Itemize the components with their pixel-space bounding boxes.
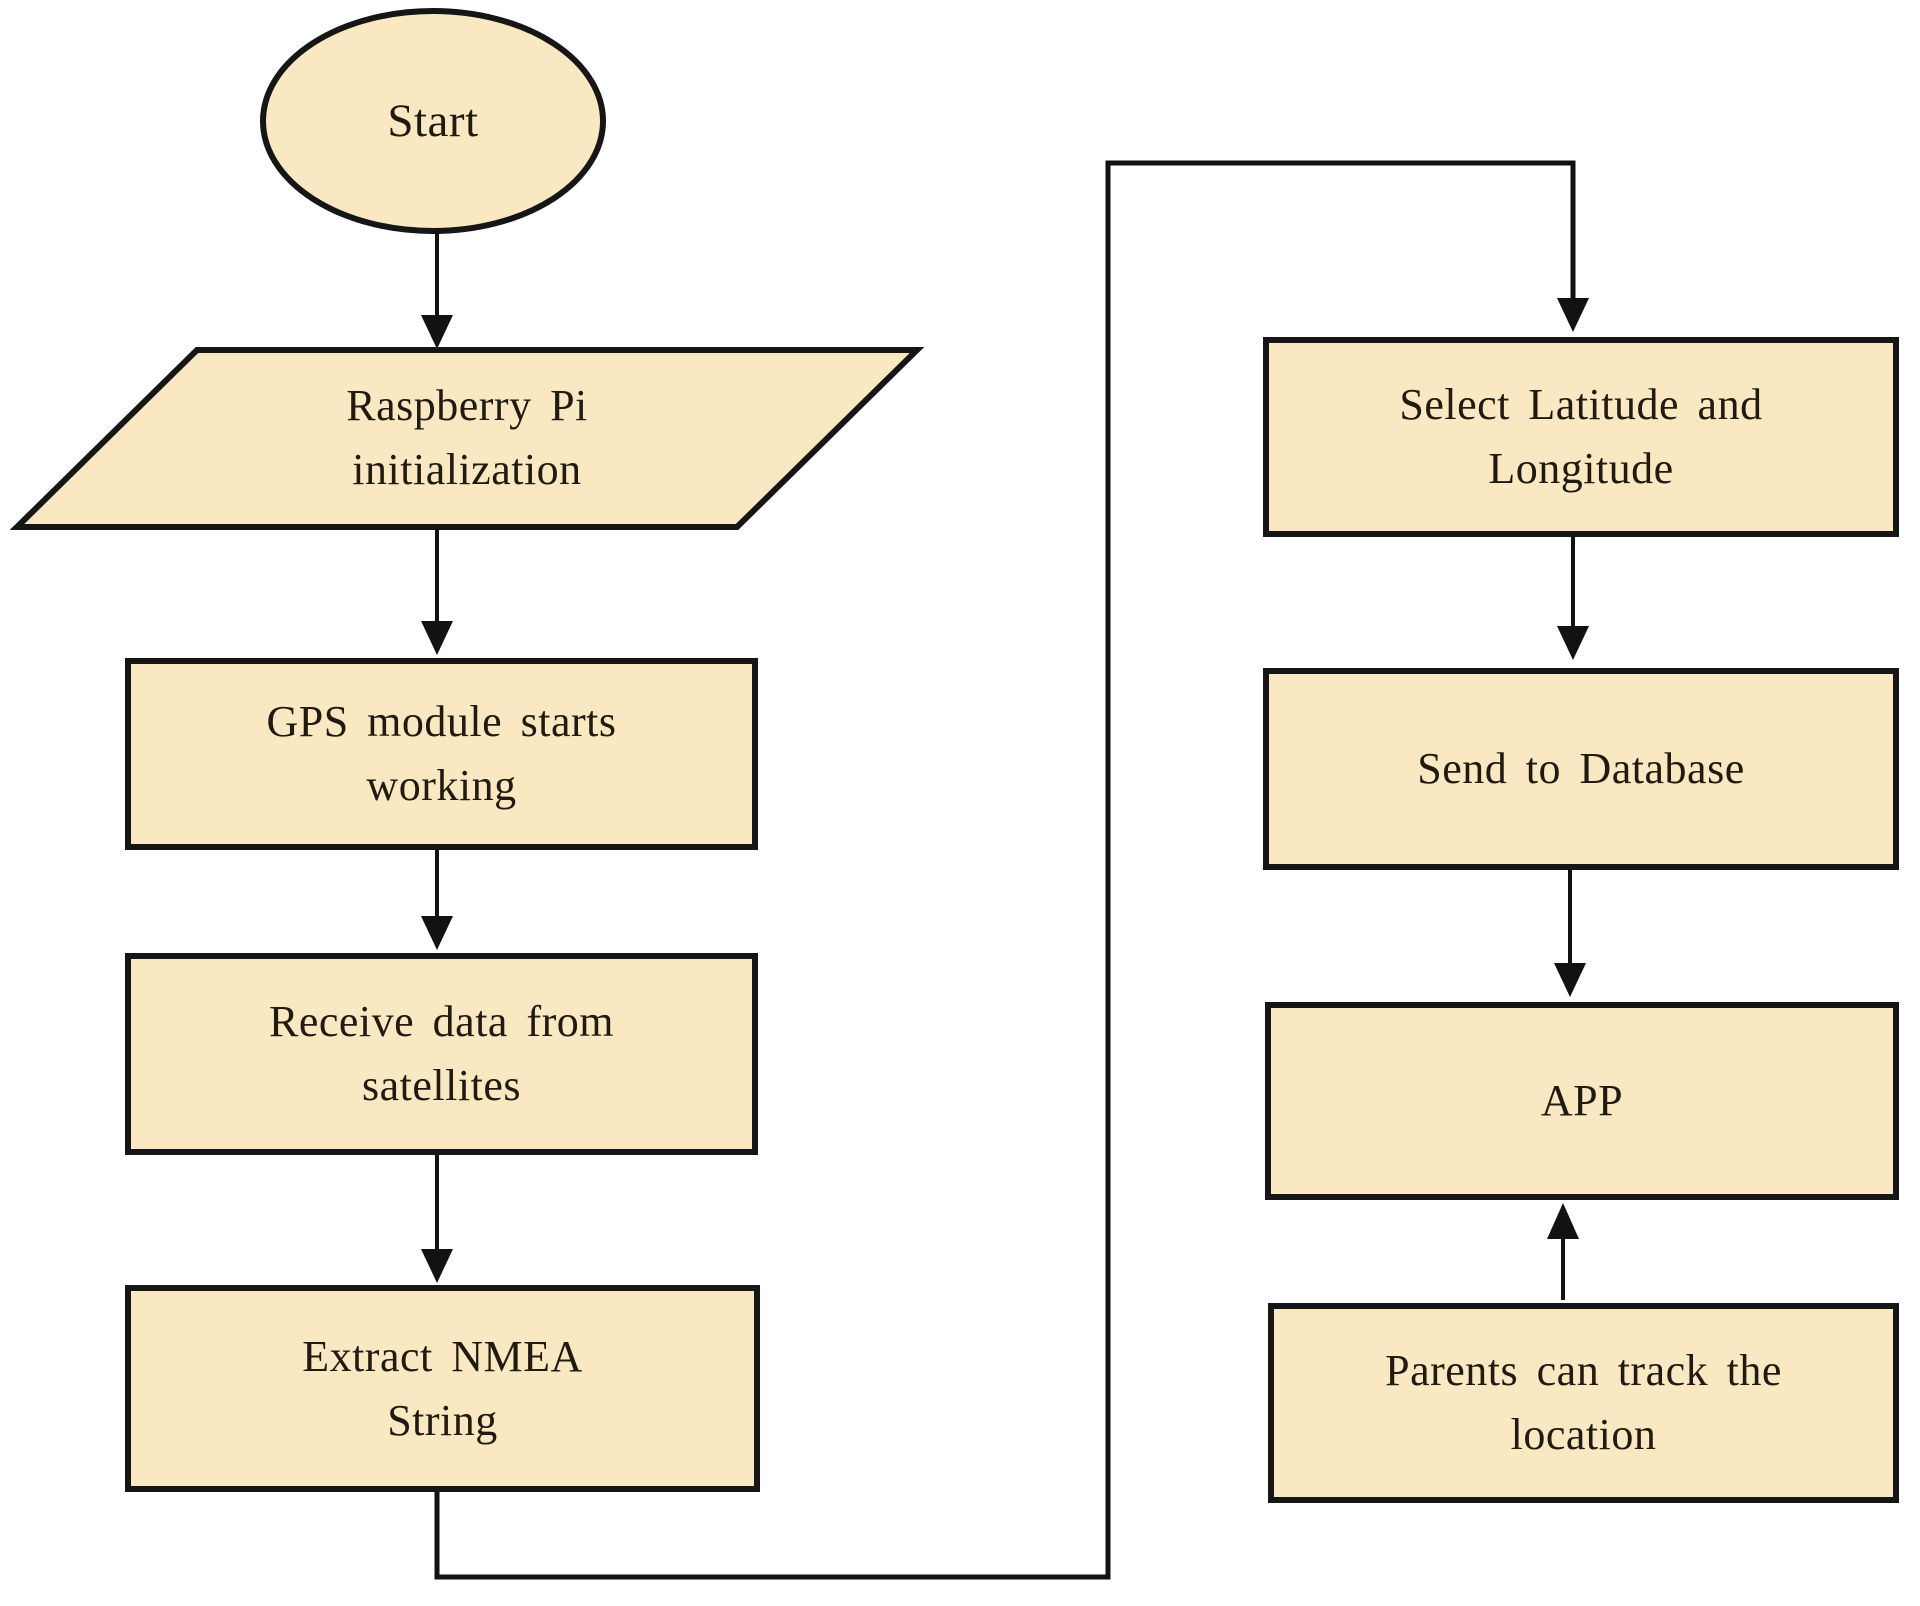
node-send-db: Send to Database: [1263, 668, 1899, 870]
node-extract-nmea-label-line1: Extract NMEA: [302, 1331, 583, 1381]
node-gps-module-label-line2: working: [366, 761, 517, 810]
node-receive-data-label-line1: Receive data from: [268, 997, 614, 1046]
arrow-start-to-raspberry: [421, 231, 453, 349]
arrow-send-to-app: [1554, 870, 1586, 997]
arrow-gps-to-receive: [421, 848, 453, 950]
node-extract-nmea-label-line2: String: [387, 1395, 498, 1445]
node-receive-data-label-line2: satellites: [362, 1061, 521, 1110]
node-parents-track-label-line2: location: [1510, 1410, 1657, 1459]
raspberry-init-parallelogram-shape: [9, 347, 925, 530]
arrow-parents-to-app: [1547, 1203, 1579, 1300]
node-receive-data: Receive data from satellites: [125, 953, 758, 1155]
arrow-receive-to-extract: [421, 1155, 453, 1283]
node-app: APP: [1265, 1002, 1899, 1200]
start-terminator-shape: [260, 8, 606, 234]
node-gps-module: GPS module starts working: [125, 658, 758, 850]
connector-extract-to-select: [434, 160, 1589, 1580]
arrow-select-to-send: [1557, 537, 1589, 660]
node-extract-nmea: Extract NMEA String: [125, 1285, 760, 1492]
node-select-latlng: Select Latitude and Longitude: [1263, 337, 1899, 537]
node-parents-track: Parents can track the location: [1268, 1303, 1899, 1503]
node-send-db-label: Send to Database: [1417, 744, 1745, 793]
node-select-latlng-label-line2: Longitude: [1488, 444, 1674, 493]
node-gps-module-label-line1: GPS module starts: [266, 697, 617, 746]
node-app-label: APP: [1540, 1076, 1624, 1125]
node-select-latlng-label-line1: Select Latitude and: [1399, 380, 1763, 429]
node-parents-track-label-line1: Parents can track the: [1385, 1346, 1782, 1395]
arrow-raspberry-to-gps: [421, 527, 453, 655]
